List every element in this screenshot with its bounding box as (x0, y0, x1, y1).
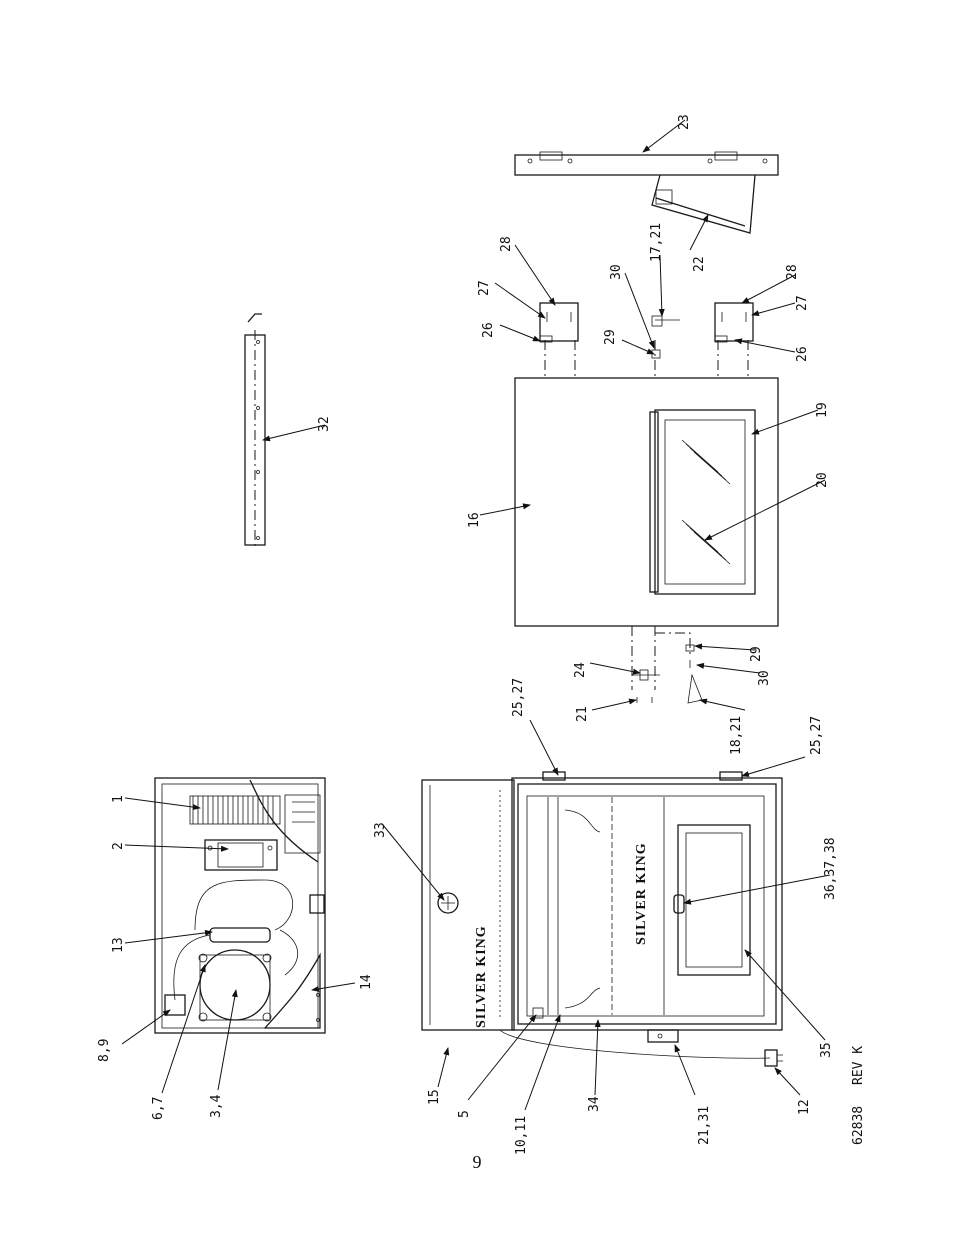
callout-24: 24 (573, 662, 588, 678)
cabinet-front-view: SILVER KING SILVER KING (421, 771, 783, 1067)
callout-29-bottom: 29 (749, 646, 764, 662)
callout-12: 12 (797, 1099, 812, 1115)
callout-36-37-38: 36,37,38 (823, 837, 838, 900)
callout-30-top: 30 (609, 264, 624, 280)
callout-26-top: 26 (481, 322, 496, 338)
drawing-number: 62838 (851, 1106, 866, 1145)
callout-13: 13 (111, 937, 126, 953)
callout-25-27-bottom: 25,27 (809, 716, 824, 755)
callout-15: 15 (427, 1089, 442, 1105)
callout-16: 16 (467, 512, 482, 528)
callout-20: 20 (815, 472, 830, 488)
panel-and-arm-view (514, 151, 779, 234)
callout-27-bottom: 27 (795, 295, 810, 311)
bracket-32 (244, 313, 266, 550)
callout-32: 32 (317, 416, 332, 432)
callout-14: 14 (359, 974, 374, 990)
callout-5: 5 (457, 1110, 472, 1118)
callout-25-27-top: 25,27 (511, 678, 526, 717)
callout-17-21: 17,21 (649, 223, 664, 262)
lid-assembly-view (514, 302, 779, 704)
callout-33: 33 (373, 822, 388, 838)
callout-10-11: 10,11 (514, 1116, 529, 1155)
callout-23: 23 (677, 114, 692, 130)
callout-18-21: 18,21 (729, 716, 744, 755)
fan-motor (204, 839, 278, 871)
callout-6-7: 6,7 (151, 1097, 166, 1120)
callout-27-top: 27 (477, 280, 492, 296)
callout-22: 22 (692, 256, 707, 272)
callout-21: 21 (575, 706, 590, 722)
callout-29-top: 29 (603, 329, 618, 345)
callout-labels: 1 2 13 8,9 6,7 3,4 14 33 15 5 10,11 34 2… (97, 114, 866, 1155)
callout-3-4: 3,4 (209, 1094, 224, 1118)
condenser-coil (189, 795, 281, 825)
callout-34: 34 (587, 1096, 602, 1112)
callout-30-bottom: 30 (757, 670, 772, 686)
compressor (198, 949, 272, 1022)
callout-8-9: 8,9 (97, 1039, 112, 1062)
callout-2: 2 (111, 842, 126, 850)
callout-1: 1 (111, 795, 126, 803)
callout-28-bottom: 28 (785, 264, 800, 280)
callout-26-bottom: 26 (795, 346, 810, 362)
page-number: 9 (472, 1152, 482, 1172)
callout-28-top: 28 (499, 236, 514, 252)
callout-35: 35 (819, 1042, 834, 1058)
machine-compartment-view (154, 777, 326, 1034)
callout-19: 19 (815, 402, 830, 418)
callout-21-31: 21,31 (697, 1106, 712, 1145)
front-brand-logo: SILVER KING (634, 842, 649, 945)
leader-lines (121, 119, 831, 1111)
side-brand-logo: SILVER KING (474, 925, 489, 1028)
revision: REV K (851, 1046, 866, 1085)
